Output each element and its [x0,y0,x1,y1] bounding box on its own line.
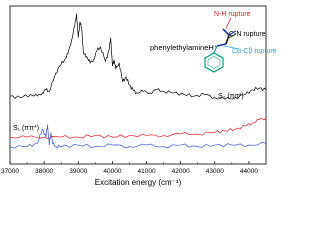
s2-label: S₂ (πσ*) [218,93,244,100]
plot-frame [9,5,267,165]
x-tick-label: 37000 [1,168,19,175]
x-tick-label: 39000 [69,168,87,175]
x-tick-label: 41000 [137,168,155,175]
x-tick-label: 38000 [35,168,53,175]
nh-bond-2 [228,30,237,36]
molecule-structure: N-H rupture C-N rupture Cα-Cβ rupture [204,11,277,73]
series-line-3 [9,124,267,149]
series-layer [9,13,267,149]
x-tick-label: 44000 [240,168,258,175]
nh-bond [222,28,230,36]
cn-bond [225,34,230,45]
ring-side-bond [213,45,218,54]
series-line-1 [9,13,267,100]
nh-pointer-line [225,17,232,29]
benzene-inner-ring [207,56,221,69]
x-tick-label: 43000 [206,168,224,175]
spectrum-chart: 37000 38000 39000 40000 41000 42000 43000 44000… [1,5,277,187]
cn-rupture-label: C-N rupture [229,31,266,38]
cacb-pointer-line [223,45,240,50]
nh-rupture-label: N-H rupture [214,11,251,18]
tick-layer: 37000 38000 39000 40000 41000 42000 43000 44000 [1,161,258,175]
s1-label: S₁ (ππ*) [13,125,39,132]
x-tick-label: 42000 [172,168,190,175]
x-tick-label: 40000 [103,168,121,175]
x-axis-label: Excitation energy (cm⁻¹) [95,178,182,187]
chart-container: 37000 38000 39000 40000 41000 42000 43000 44000… [1,5,277,187]
molecule-label: phenylethylamineH⁺ [150,43,218,52]
ca-cb-bond [216,43,227,47]
cacb-rupture-label: Cα-Cβ rupture [232,48,277,55]
series-line-2 [9,117,267,140]
cn-pointer-line [228,33,237,39]
